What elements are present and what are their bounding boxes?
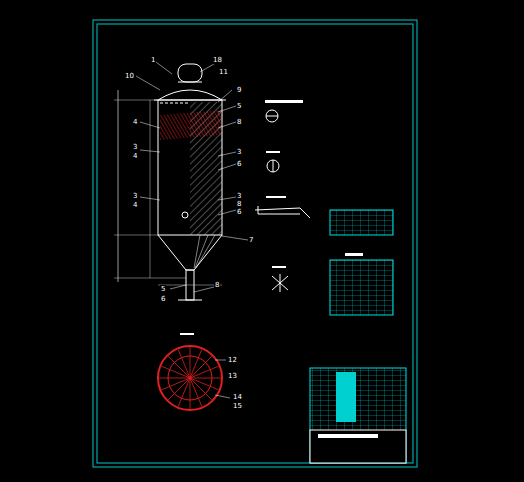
callout-number: 1 [150, 56, 156, 64]
callout-number: 3 [236, 148, 242, 156]
callout-number: 4 [132, 201, 138, 209]
callout-number: 3 [132, 143, 138, 151]
callout-number: 15 [232, 402, 243, 410]
callout-number: 7 [248, 236, 254, 244]
callout-number: 3 [132, 192, 138, 200]
plan-spoke [190, 347, 191, 378]
callout-number: 4 [132, 152, 138, 160]
callout-number: 13 [227, 372, 238, 380]
callout-number: 11 [218, 68, 229, 76]
callout-number: 5 [160, 285, 166, 293]
callout-number: 9 [236, 86, 242, 94]
callout-number: 6 [236, 208, 242, 216]
callout-number: 6 [236, 160, 242, 168]
plan-spoke [190, 378, 191, 409]
plan-spoke [190, 366, 219, 378]
plan-spoke [190, 378, 202, 407]
callout-number: 4 [132, 118, 138, 126]
callout-number: 12 [227, 356, 238, 364]
plan-spoke [168, 356, 190, 378]
callout-number: 3 [236, 192, 242, 200]
callout-number: 8 [236, 118, 242, 126]
callout-number: 8 [214, 281, 220, 289]
plan-spoke [168, 378, 190, 400]
plan-spoke [178, 349, 190, 378]
plan-spoke [159, 378, 190, 379]
callout-number: 5 [236, 102, 242, 110]
plan-spoke [161, 378, 190, 390]
callout-number: 10 [124, 72, 135, 80]
callout-number: 14 [232, 393, 243, 401]
callout-number: 8 [236, 200, 242, 208]
callout-number: 18 [212, 56, 223, 64]
plan-spoke [190, 378, 212, 400]
plan-spoke [190, 356, 212, 378]
callout-number: 6 [160, 295, 166, 303]
plan-spoke [190, 378, 221, 379]
